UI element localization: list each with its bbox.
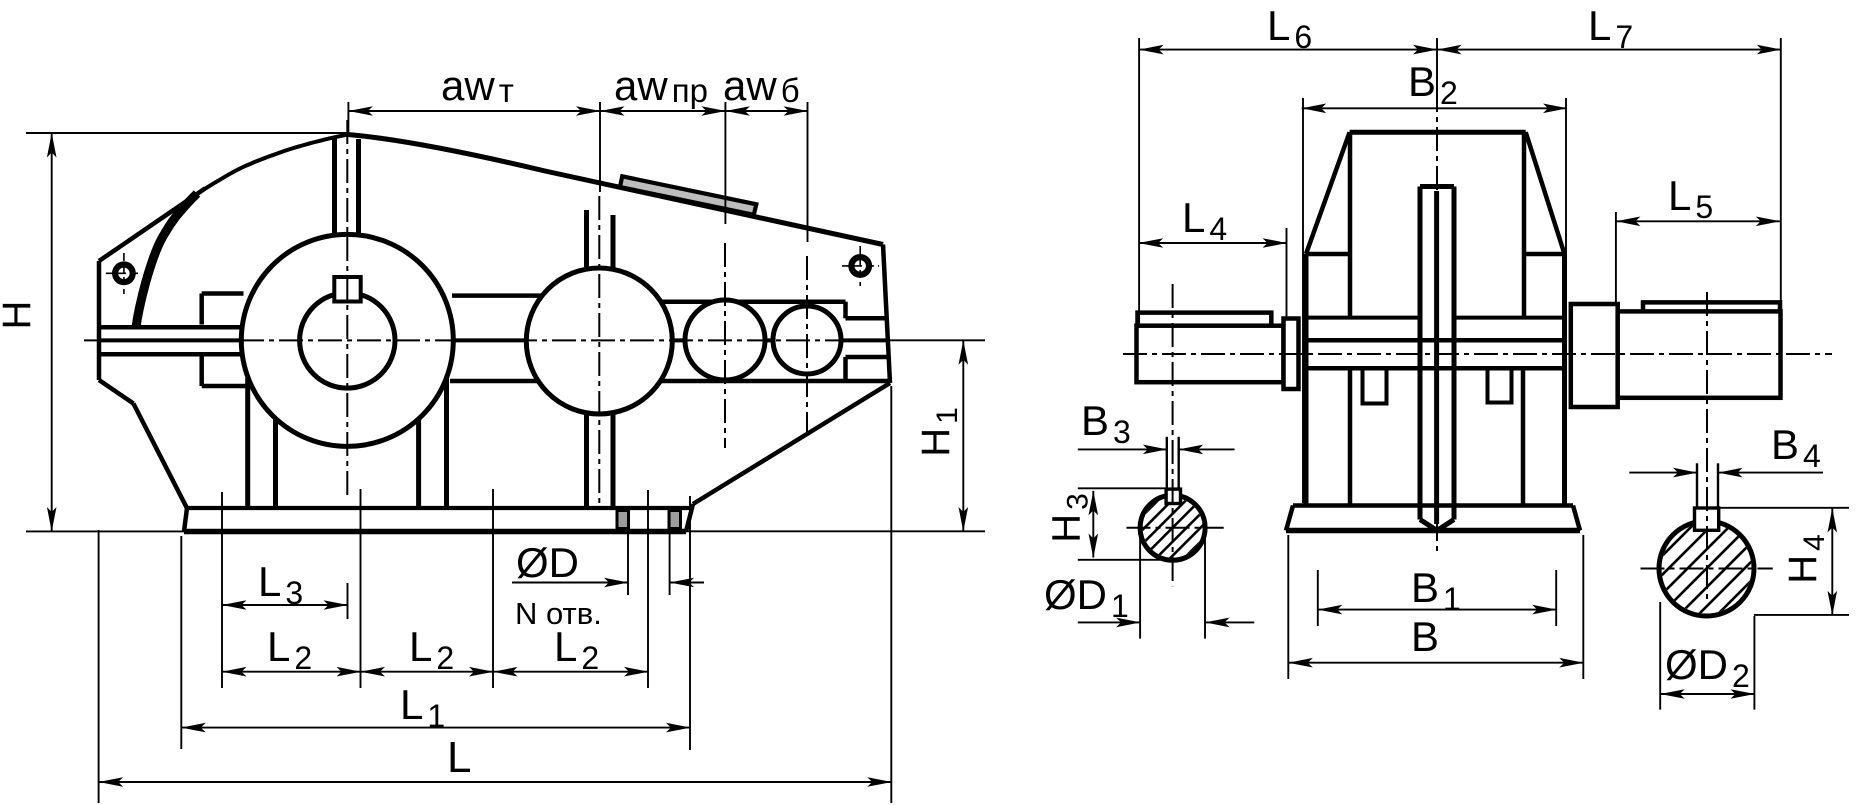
svg-text:B1: B1 xyxy=(1411,564,1461,617)
svg-text:ØD: ØD xyxy=(516,539,579,586)
svg-text:awб: awб xyxy=(723,62,800,109)
svg-text:H: H xyxy=(0,301,39,330)
svg-text:L: L xyxy=(447,733,471,782)
svg-text:B: B xyxy=(1411,613,1439,660)
svg-text:B3: B3 xyxy=(1081,397,1131,450)
svg-text:N отв.: N отв. xyxy=(515,596,602,631)
svg-text:B4: B4 xyxy=(1771,421,1821,474)
